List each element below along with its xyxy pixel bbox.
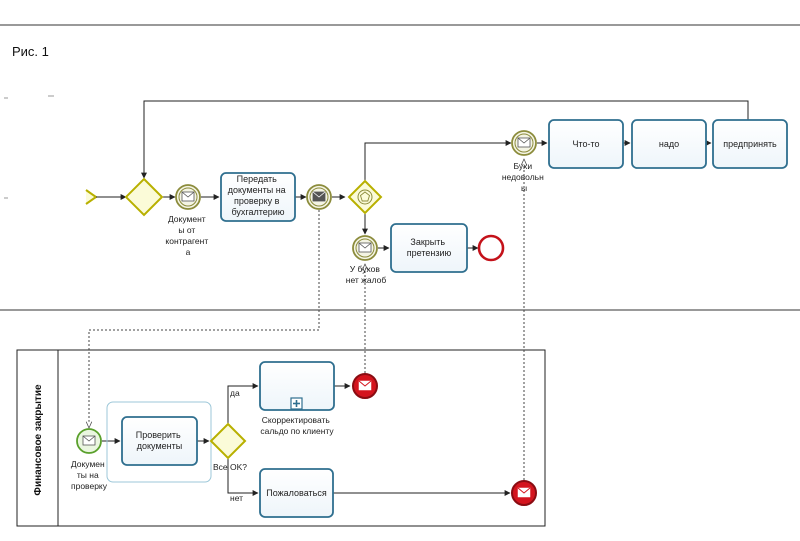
task-must-label: надо (659, 139, 679, 149)
sequence-flows-bottom (102, 383, 511, 496)
envelope-icon (312, 191, 326, 202)
task-must[interactable]: надо (631, 119, 707, 169)
end-event-top[interactable] (477, 234, 505, 262)
gateway-all-ok[interactable] (209, 422, 247, 460)
event-accountants-unhappy[interactable] (511, 130, 537, 156)
lane-title: Финансовое закрытие (33, 384, 44, 496)
task-check-docs[interactable]: Проверить документы (121, 416, 198, 466)
task-something-label: Что-то (572, 139, 599, 149)
start-event-label: Докумен ты на проверку (71, 459, 108, 491)
task-transfer-docs[interactable]: Передать документы на проверку в бухгалт… (220, 172, 296, 222)
task-close-claim-label: Закрыть претензию (407, 237, 452, 258)
event-docs-from-contractor-label: Документ ы от контрагент а (165, 214, 210, 257)
envelope-icon (181, 191, 195, 202)
event-accountants-unhappy-label: Бухи недовольн ы (502, 161, 546, 193)
envelope-icon (517, 487, 531, 498)
end-message-event-adjust[interactable] (352, 373, 378, 399)
envelope-icon (358, 380, 372, 391)
event-no-complaints[interactable] (352, 235, 378, 261)
event-docs-from-contractor[interactable] (175, 184, 201, 210)
envelope-icon (358, 242, 372, 253)
message-flows (89, 159, 524, 480)
envelope-icon (517, 137, 531, 148)
task-transfer-docs-label: Передать документы на проверку в бухгалт… (228, 174, 288, 217)
merge-gateway[interactable] (124, 177, 164, 217)
task-close-claim[interactable]: Закрыть претензию (390, 223, 468, 273)
figure-caption: Рис. 1 (12, 44, 49, 59)
start-event-docs-for-check[interactable] (76, 428, 102, 454)
subprocess-plus-icon[interactable] (290, 397, 303, 410)
flow-no-label: нет (230, 493, 243, 503)
end-message-event-complain[interactable] (511, 480, 537, 506)
task-something[interactable]: Что-то (548, 119, 624, 169)
subprocess-adjust-balance[interactable] (259, 361, 335, 411)
task-complain[interactable]: Пожаловаться (259, 468, 334, 518)
subprocess-adjust-balance-label: Скорректировать сальдо по клиенту (260, 415, 334, 436)
event-no-complaints-label: У бухов нет жалоб (346, 264, 387, 285)
stray-marks (4, 95, 54, 199)
task-undertake-label: предпринять (723, 139, 777, 149)
flow-yes-label: да (230, 388, 240, 398)
event-send-docs[interactable] (306, 184, 332, 210)
gateway-all-ok-label: Все OK? (213, 462, 247, 472)
task-complain-label: Пожаловаться (266, 488, 327, 498)
top-pool (0, 24, 800, 311)
event-based-gateway[interactable] (347, 179, 383, 215)
task-check-docs-label: Проверить документы (136, 430, 184, 451)
task-undertake[interactable]: предпринять (712, 119, 788, 169)
envelope-icon (82, 435, 96, 446)
